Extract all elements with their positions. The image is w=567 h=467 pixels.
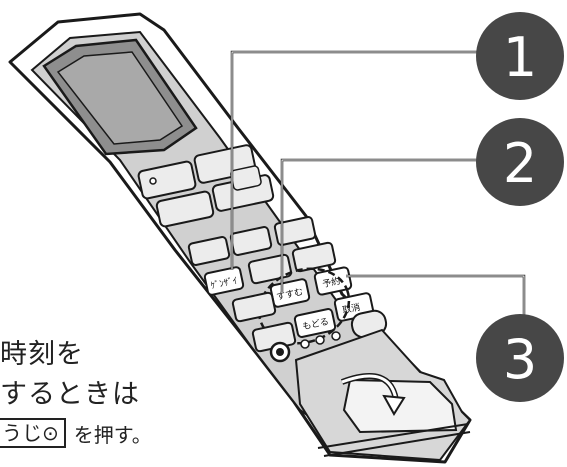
caption-line-3: うじ⊙ を押す。 [0,418,152,448]
remote-control: ｹﾞﾝｻﾞｲ すすむ 予約 もどる 取消 [8,12,472,464]
step-badge-2: 2 [476,118,564,206]
step-badge-3: 3 [476,314,564,402]
svg-text:2: 2 [503,132,537,195]
svg-text:予約: 予約 [321,275,341,290]
step-badge-1: 1 [476,12,564,100]
modoru-button[interactable]: もどる [293,308,337,338]
genzai-button[interactable]: ｹﾞﾝｻﾞｲ [203,266,245,296]
svg-text:もどる: もどる [301,316,330,332]
svg-text:3: 3 [503,328,537,391]
caption-action: を押す。 [73,422,152,447]
caption-line-1: 時刻を [0,339,84,370]
highlight-outline [257,267,351,345]
caption-line-2: するときは [0,379,140,410]
yoyaku-button[interactable]: 予約 [313,266,353,296]
clock-key-label: うじ⊙ [0,418,66,448]
svg-text:1: 1 [503,26,537,89]
